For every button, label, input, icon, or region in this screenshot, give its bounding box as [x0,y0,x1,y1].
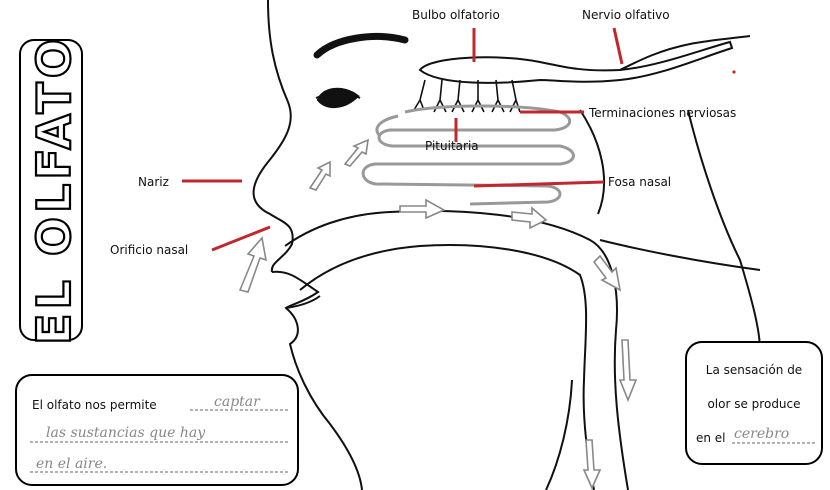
title-box: EL OLFATO [20,35,82,345]
label-nervio: Nervio olfativo [582,8,670,22]
box-right-line1: La sensación de [706,363,802,377]
red-dot [732,70,735,73]
label-orificio: Orificio nasal [110,243,188,257]
box-right-line3-prefix: en el [696,431,726,445]
answer-box-right: La sensación de olor se produce en el ce… [686,342,822,464]
box-left-answer3: en el aire. [36,456,107,472]
label-terminaciones: Terminaciones nerviosas [588,106,736,120]
box-left-answer1: captar [214,394,261,410]
label-fosa: Fosa nasal [608,175,671,189]
label-pituitaria: Pituitaria [425,139,479,153]
label-nariz: Nariz [138,175,169,189]
box-left-answer2: las sustancias que hay [46,425,206,441]
box-left-prefix: El olfato nos permite [32,398,157,412]
title-text: EL OLFATO [27,35,81,345]
olfactory-bulb [420,36,750,83]
answer-box-left: El olfato nos permite captar las sustanc… [16,375,298,485]
box-right-answer: cerebro [734,426,789,442]
airflow-arrows [240,140,636,488]
label-lines [182,28,622,250]
nasal-membrane [363,106,573,204]
box-right-line2: olor se produce [707,397,800,411]
label-bulbo: Bulbo olfatorio [412,8,500,22]
